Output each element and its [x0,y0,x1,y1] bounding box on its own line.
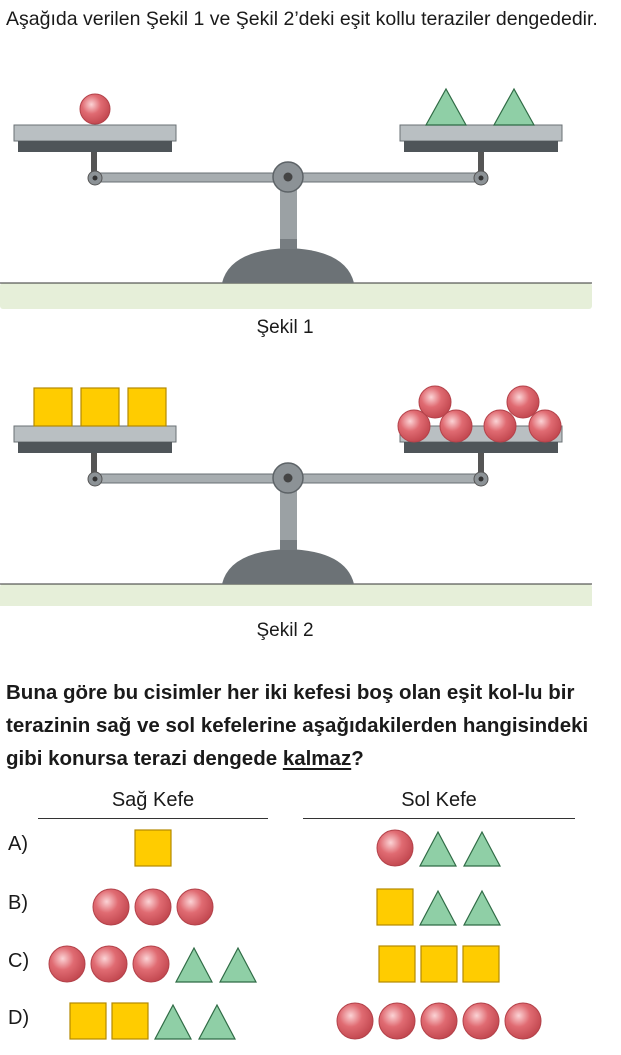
triangle-object [219,946,257,983]
square-object [33,387,73,427]
circle-object [378,1002,416,1040]
left-pan-objects [33,387,167,427]
ground [0,584,592,606]
circle-object [506,385,540,419]
header-underline-right [303,818,575,819]
left-pan [13,124,177,142]
square-object [111,1002,149,1040]
square-object [420,945,458,983]
circle-object [376,829,414,867]
balance-scale-figure-1 [0,87,592,309]
triangle-object [419,889,457,926]
header-underline-left [38,818,268,819]
circle-object [418,385,452,419]
square-object [127,387,167,427]
square-object [378,945,416,983]
triangle-object [492,87,536,126]
column-header-sag-kefe: Sağ Kefe [111,789,195,811]
square-object [80,387,120,427]
triangle-object [463,889,501,926]
triangle-object [463,830,501,867]
circle-object [397,409,431,443]
circle-object [48,945,86,983]
circle-object [336,1002,374,1040]
question-mark: ? [351,747,364,770]
circle-object [420,1002,458,1040]
scale-base [222,248,354,283]
intro-text: Aşağıda verilen Şekil 1 ve Şekil 2’deki … [6,8,598,30]
figure-1-caption: Şekil 1 [256,317,314,338]
circle-object [79,93,111,125]
column-header-sol-kefe: Sol Kefe [401,789,477,811]
right-pan-objects [424,87,536,126]
option-a-label[interactable]: A) [8,833,28,855]
figure-2-caption: Şekil 2 [256,620,314,641]
circle-object [528,409,562,443]
triangle-object [175,946,213,983]
circle-object [90,945,128,983]
triangle-object [419,830,457,867]
triangle-object [198,1003,236,1040]
right-pan-objects [397,385,562,443]
circle-object [439,409,473,443]
question-text: Buna göre bu cisimler her iki kefesi boş… [6,676,618,775]
triangle-object [154,1003,192,1040]
option-c-label[interactable]: C) [8,950,30,972]
question-underlined-word: kalmaz [282,747,352,770]
left-pan-objects [79,93,111,125]
square-object [69,1002,107,1040]
circle-object [92,888,130,926]
left-pan [13,425,177,443]
question-text-main: Buna göre bu cisimler her iki kefesi boş… [6,681,589,770]
circle-object [504,1002,542,1040]
triangle-object [424,87,468,126]
balance-scale-figure-2 [0,385,592,606]
circle-object [132,945,170,983]
scale-pillar [280,183,297,239]
circle-object [483,409,517,443]
scale-base [222,549,354,584]
square-object [134,829,172,867]
scale-pillar [280,484,297,540]
square-object [462,945,500,983]
circle-object [462,1002,500,1040]
right-pan [399,124,563,142]
circle-object [134,888,172,926]
square-object [376,888,414,926]
option-d-label[interactable]: D) [8,1007,30,1029]
option-b-label[interactable]: B) [8,892,28,914]
circle-object [176,888,214,926]
ground [0,283,592,309]
